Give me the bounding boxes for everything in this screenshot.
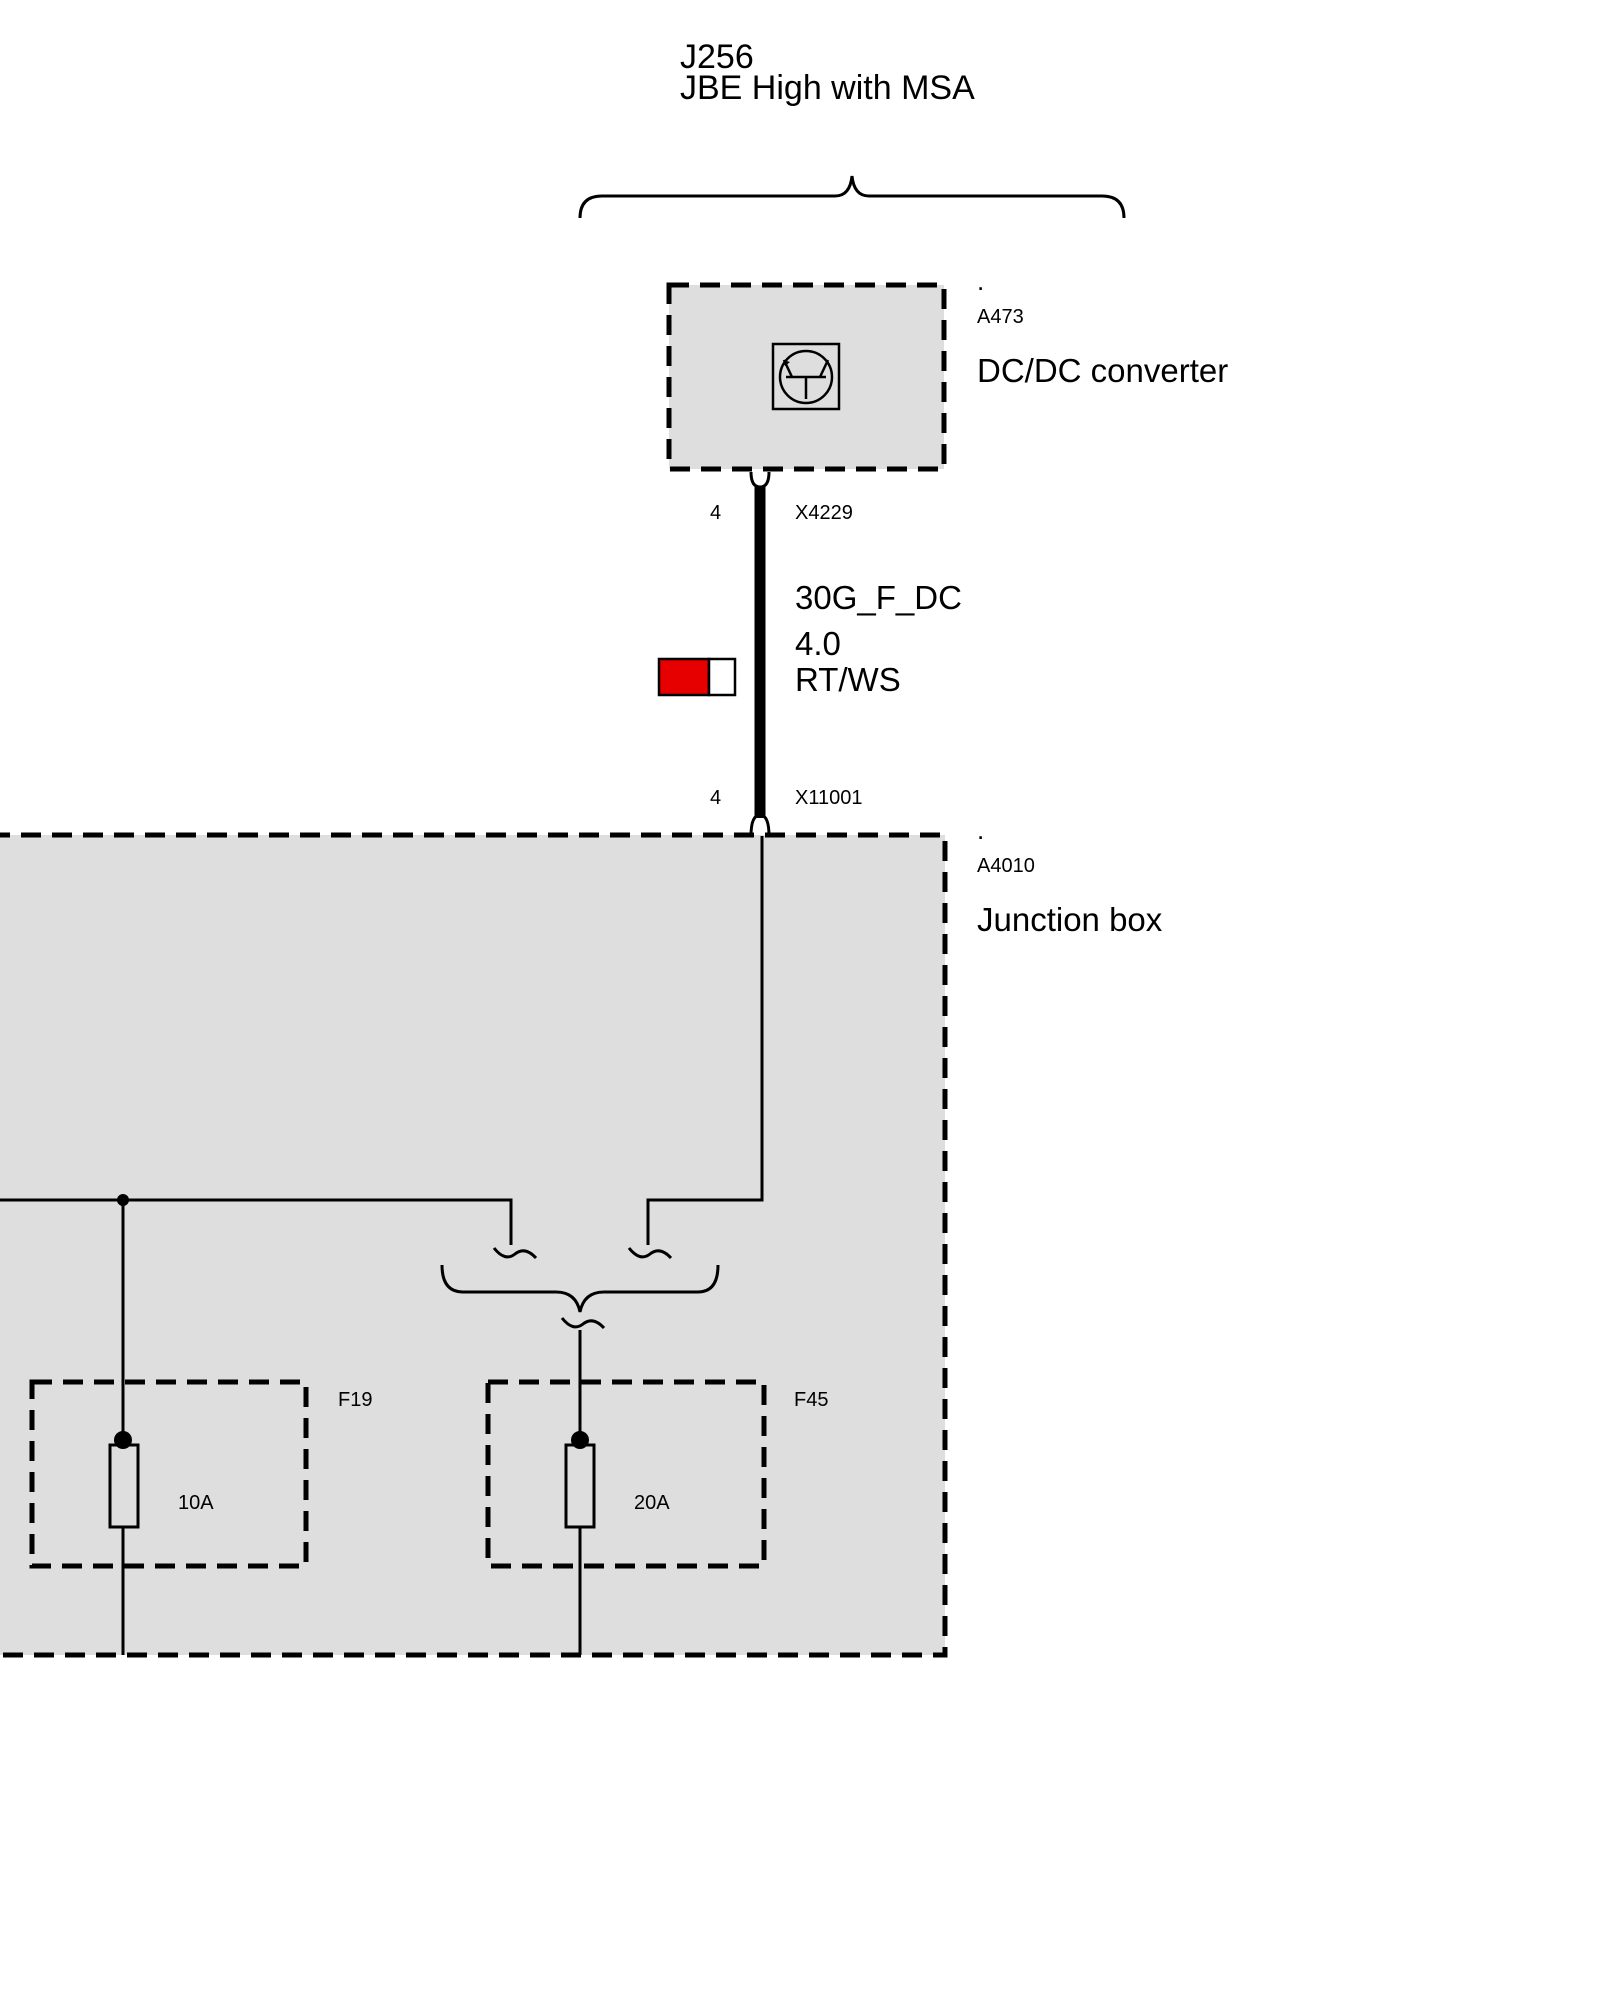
fuse-f45-rating: 20A [634, 1492, 670, 1514]
junction-node [117, 1194, 129, 1206]
wire-gauge: 4.0 [795, 625, 841, 662]
top-connector-id: X4229 [795, 502, 853, 524]
internal-wiring [0, 836, 764, 1655]
fuse-f45-box [485, 1379, 767, 1569]
bottom-connector-id: X11001 [795, 787, 863, 809]
diagram-code: J256 [680, 38, 754, 76]
fuse-f19-box [29, 1379, 309, 1569]
dcdc-dot: . [977, 266, 985, 296]
transistor-icon [771, 342, 841, 411]
fuse-f45-node [571, 1431, 589, 1449]
fuse-f45-symbol [564, 1443, 596, 1529]
junction-name: Junction box [977, 901, 1163, 938]
wire-color-code: RT/WS [795, 661, 901, 698]
top-pin-number: 4 [710, 502, 722, 524]
dcdc-id: A473 [977, 306, 1024, 328]
fuse-f19-id: F19 [338, 1389, 373, 1411]
fuse-f19-rating: 10A [178, 1492, 214, 1514]
junction-box [0, 832, 948, 1658]
dcdc-name: DC/DC converter [977, 352, 1229, 389]
diagram-title: JBE High with MSA [680, 69, 975, 107]
fuse-f45-id: F45 [794, 1389, 829, 1411]
header-brace [578, 175, 1126, 219]
connector-x11001-symbol [749, 813, 771, 837]
wire-signal-name: 30G_F_DC [795, 579, 962, 616]
wire-color-swatch [657, 657, 737, 697]
junction-dot: . [977, 815, 985, 845]
connector-x4229-symbol [749, 471, 771, 489]
junction-id: A4010 [977, 855, 1035, 877]
bottom-pin-number: 4 [710, 787, 722, 809]
fuse-f19-symbol [108, 1443, 140, 1529]
fuse-f19-node [114, 1431, 132, 1449]
